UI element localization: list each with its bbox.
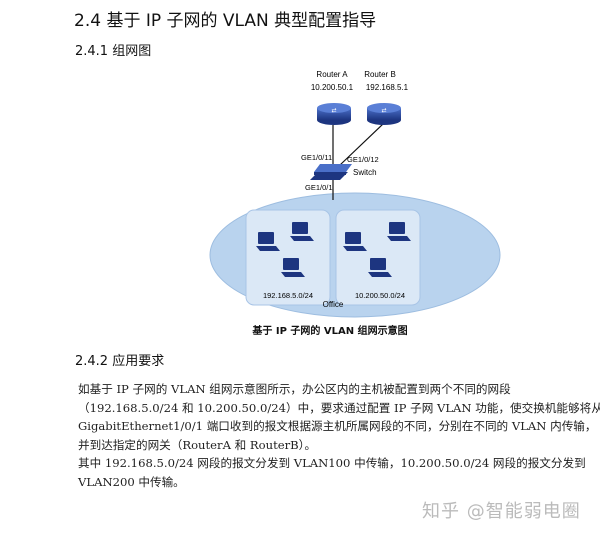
- router-b-ip: 192.168.5.1: [366, 83, 409, 92]
- paragraph-line: 并到达指定的网关（RouterA 和 RouterB）。: [78, 437, 317, 452]
- subsection-title: 2.4.1 组网图: [75, 44, 152, 59]
- router-b-icon: ⇄: [367, 103, 401, 125]
- paragraph-line: 如基于 IP 子网的 VLAN 组网示意图所示，办公区内的主机被配置到两个不同的…: [78, 382, 511, 396]
- requirements-paragraph: 如基于 IP 子网的 VLAN 组网示意图所示，办公区内的主机被配置到两个不同的…: [78, 380, 600, 491]
- router-b-label: Router B: [364, 70, 396, 79]
- network-diagram: ⇄ ⇄ Router A 10.200.50.1 Router B 192.16…: [209, 70, 501, 318]
- svg-text:⇄: ⇄: [331, 107, 336, 114]
- paragraph-line: VLAN200 中传输。: [78, 474, 185, 489]
- router-a-icon: ⇄: [317, 103, 351, 125]
- host-pc-icons: [256, 222, 411, 277]
- svg-text:⇄: ⇄: [381, 107, 386, 114]
- office-label: Office: [323, 300, 344, 309]
- paragraph-line: GigabitEthernet1/0/1 端口收到的报文根据源主机所属网段的不同…: [78, 419, 597, 433]
- subnet-right-label: 10.200.50.0/24: [355, 291, 405, 300]
- subsection-title: 2.4.2 应用要求: [75, 354, 165, 369]
- switch-icon: [310, 164, 352, 180]
- section-title: 2.4 基于 IP 子网的 VLAN 典型配置指导: [74, 11, 377, 31]
- switch-label: Switch: [353, 168, 377, 177]
- watermark: 知乎 @智能弱电圈: [422, 501, 581, 522]
- router-a-ip: 10.200.50.1: [311, 83, 354, 92]
- port-ge1-0-11: GE1/0/11: [301, 153, 332, 162]
- paragraph-line: 其中 192.168.5.0/24 网段的报文分发到 VLAN100 中传输，1…: [78, 456, 586, 470]
- paragraph-line: （192.168.5.0/24 和 10.200.50.0/24）中，要求通过配…: [78, 400, 600, 415]
- port-ge1-0-12: GE1/0/12: [347, 155, 379, 164]
- router-a-label: Router A: [316, 70, 348, 79]
- port-ge1-0-1: GE1/0/1: [305, 183, 333, 192]
- figure-caption: 基于 IP 子网的 VLAN 组网示意图: [252, 326, 408, 337]
- link-router-b: [339, 123, 384, 166]
- subnet-left-label: 192.168.5.0/24: [263, 291, 313, 300]
